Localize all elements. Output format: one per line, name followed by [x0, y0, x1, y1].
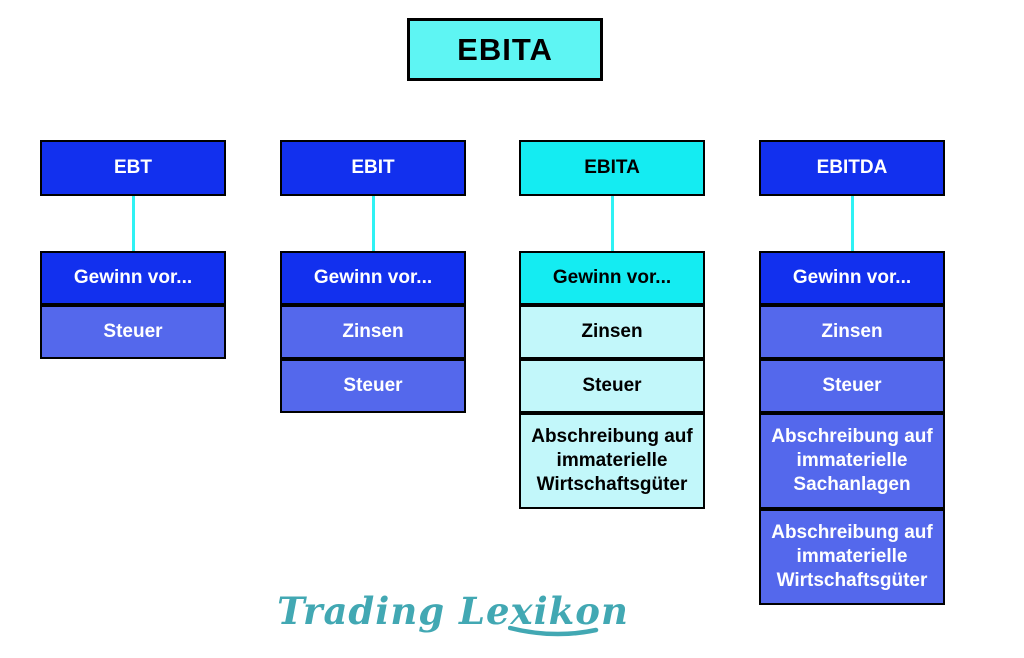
column-ebita: EBITA Gewinn vor... Zinsen Steuer Abschr…: [519, 140, 705, 509]
title-box: EBITA: [407, 18, 603, 81]
connector-line: [371, 196, 375, 251]
column-header-ebitda: EBITDA: [759, 140, 945, 196]
title-label: EBITA: [457, 31, 553, 67]
row-gewinn-vor: Gewinn vor...: [40, 251, 226, 305]
row-abschreibung-sachanlagen: Abschreibung auf immaterielle Sachanlage…: [759, 413, 945, 509]
row-steuer: Steuer: [280, 359, 466, 413]
connector-line: [131, 196, 135, 251]
brand-logo-text: Trading Lexikon: [277, 589, 629, 633]
row-abschreibung-wirtschaftsgueter: Abschreibung auf immaterielle Wirtschaft…: [519, 413, 705, 509]
column-ebitda: EBITDA Gewinn vor... Zinsen Steuer Absch…: [759, 140, 945, 605]
column-header-ebt: EBT: [40, 140, 226, 196]
row-zinsen: Zinsen: [759, 305, 945, 359]
row-steuer: Steuer: [40, 305, 226, 359]
row-gewinn-vor: Gewinn vor...: [519, 251, 705, 305]
column-header-ebit: EBIT: [280, 140, 466, 196]
column-ebit: EBIT Gewinn vor... Zinsen Steuer: [280, 140, 466, 413]
brand-logo: Trading Lexikon: [277, 582, 628, 640]
column-ebt: EBT Gewinn vor... Steuer: [40, 140, 226, 359]
column-header-ebita: EBITA: [519, 140, 705, 196]
logo-underline-flourish: [508, 625, 599, 637]
connector-line: [610, 196, 614, 251]
row-gewinn-vor: Gewinn vor...: [280, 251, 466, 305]
connector-line: [850, 196, 854, 251]
row-gewinn-vor: Gewinn vor...: [759, 251, 945, 305]
row-steuer: Steuer: [519, 359, 705, 413]
row-steuer: Steuer: [759, 359, 945, 413]
row-zinsen: Zinsen: [280, 305, 466, 359]
row-zinsen: Zinsen: [519, 305, 705, 359]
row-abschreibung-wirtschaftsgueter: Abschreibung auf immaterielle Wirtschaft…: [759, 509, 945, 605]
